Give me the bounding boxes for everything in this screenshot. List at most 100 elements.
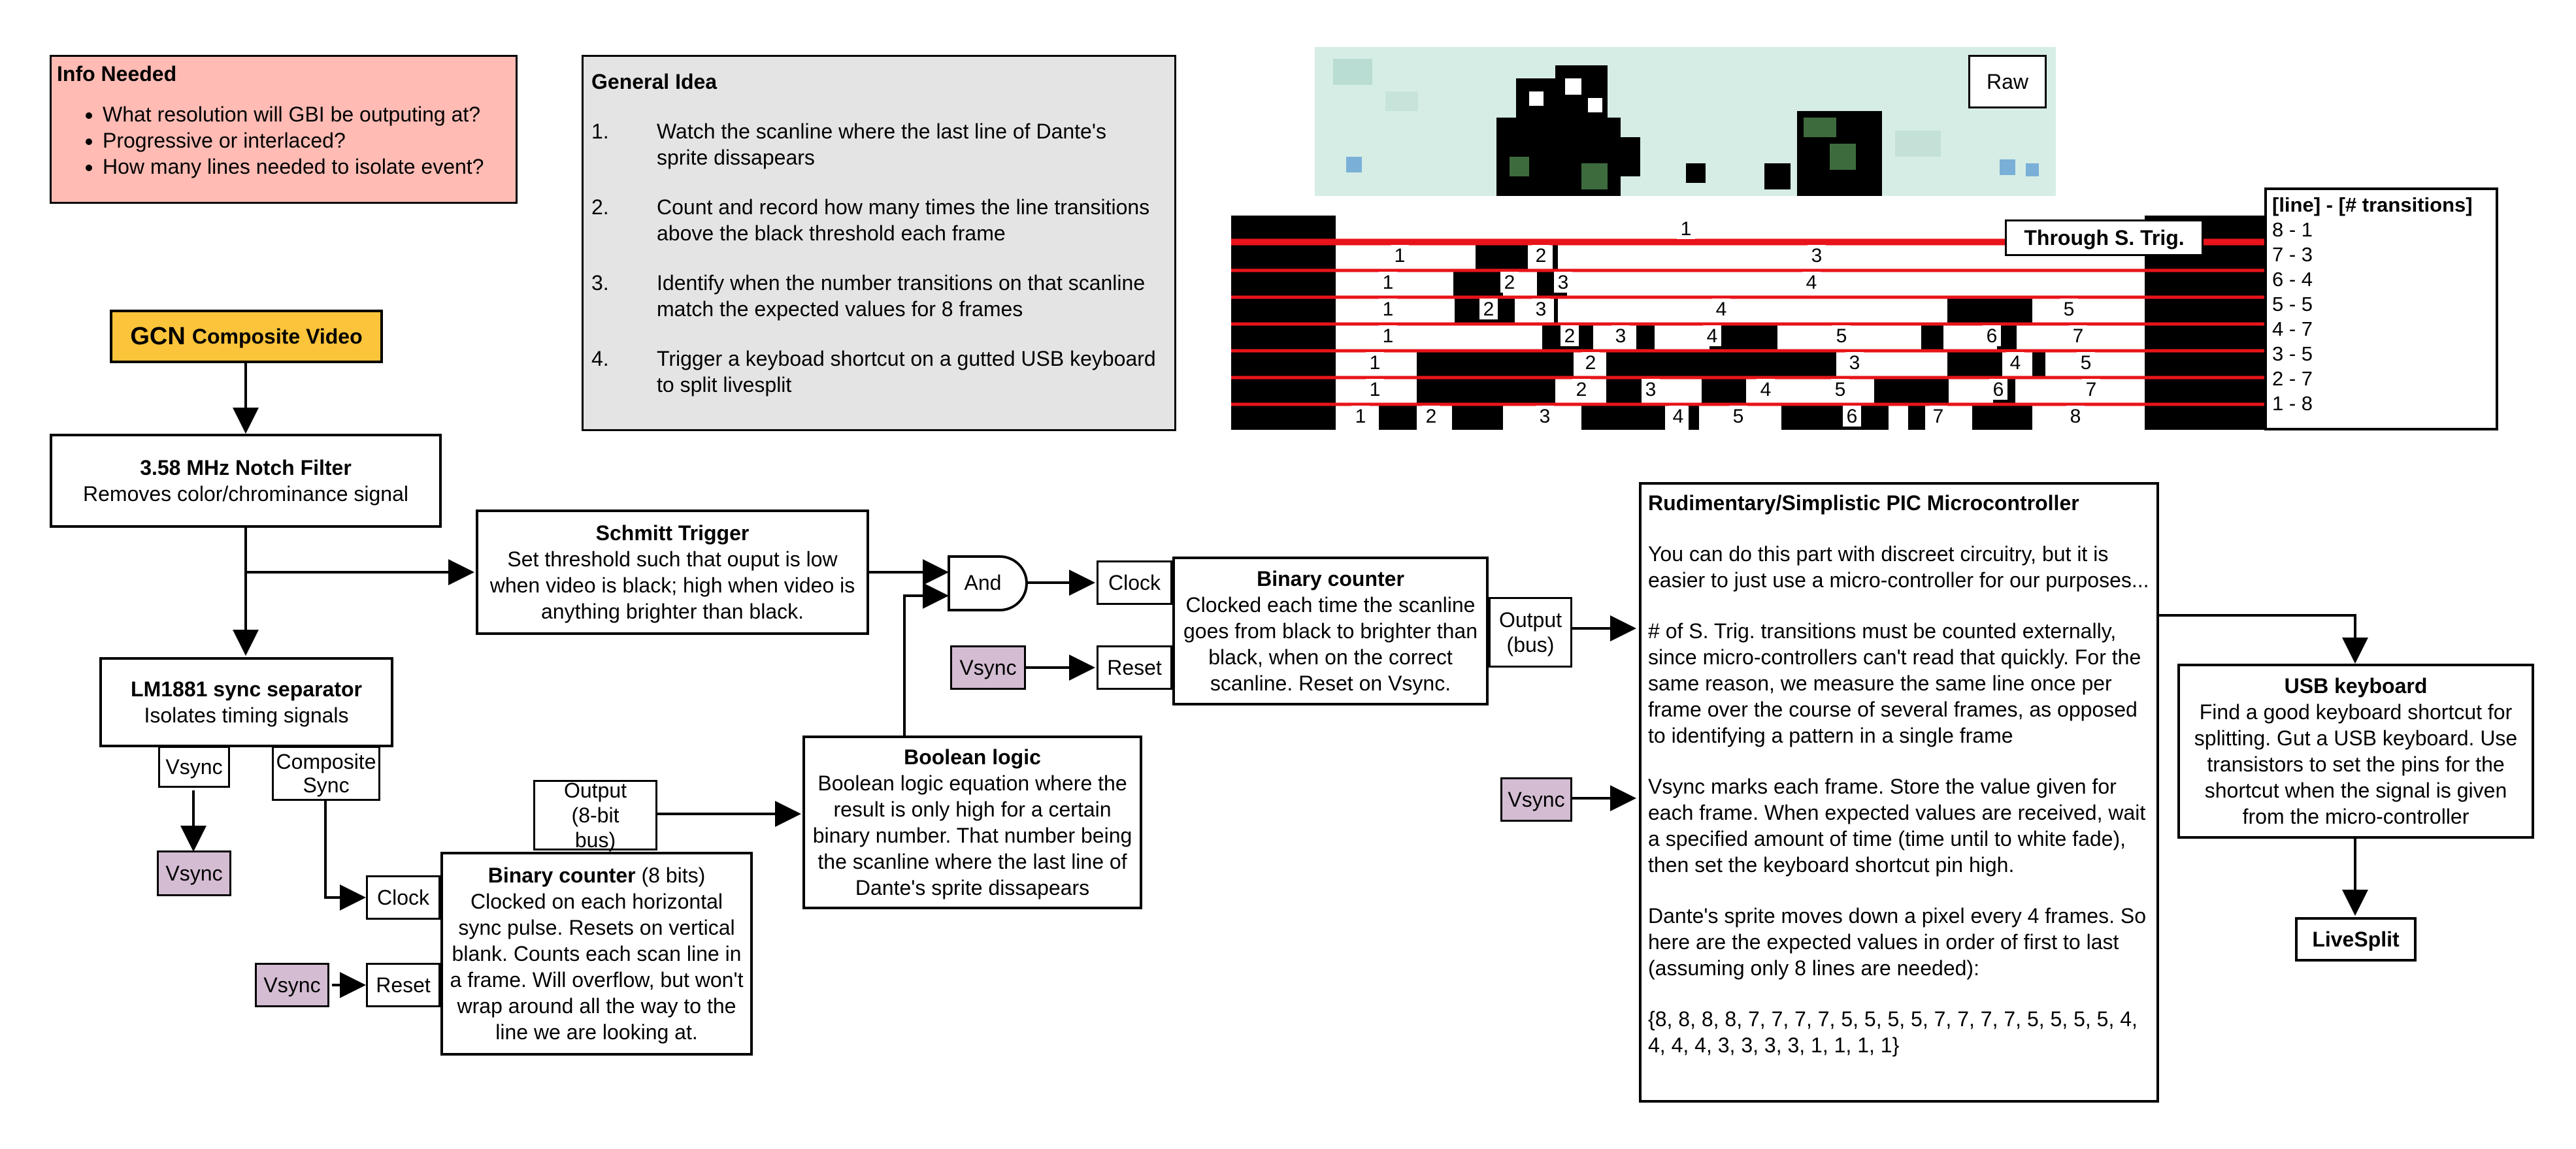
counter1-clock-input: Clock — [366, 875, 440, 920]
scan-transition-number: 2 — [1564, 325, 1576, 347]
scan-black-segment — [1553, 242, 1558, 269]
scan-transition-number: 4 — [1673, 406, 1684, 427]
transitions-row: 5 - 5 — [2272, 293, 2313, 316]
usb-desc: Find a good keyboard shortcut for splitt… — [2194, 700, 2518, 828]
scan-transition-number: 1 — [1383, 272, 1394, 293]
counter1-desc: Clocked on each horizontal sync pulse. R… — [450, 890, 744, 1044]
scan-number-bg — [1536, 406, 1554, 427]
scan-black-segment — [1417, 349, 1574, 376]
info-needed-item: How many lines needed to isolate event? — [103, 154, 510, 180]
scan-black-segment — [1452, 403, 1503, 430]
counter2-desc: Clocked each time the scanline goes from… — [1183, 593, 1478, 695]
scan-transition-number: 2 — [1585, 352, 1596, 374]
scan-black-segment — [1231, 216, 1336, 242]
transitions-list: [line] - [# transitions] 8 - 1 7 - 3 6 -… — [2264, 187, 2498, 430]
scan-black-segment — [2145, 323, 2265, 349]
scan-black-segment — [1921, 323, 1943, 349]
counter1-title-line: Binary counter (8 bits) — [488, 862, 706, 888]
scan-transition-number: 3 — [1849, 352, 1860, 374]
notch-title: 3.58 MHz Notch Filter — [140, 456, 352, 479]
scan-transition-number: 5 — [1836, 325, 1847, 347]
scan-black-segment — [1908, 403, 1925, 430]
scan-number-bg — [1379, 272, 1397, 293]
scan-black-segment — [1581, 403, 1665, 430]
and-gate-label: And — [964, 571, 1002, 594]
step-text: Count and record how many times the line… — [657, 195, 1150, 245]
scan-transition-number: 8 — [2070, 406, 2081, 427]
scan-number-bg — [1712, 299, 1730, 319]
scan-black-segment — [1947, 296, 2032, 323]
scan-transition-number: 5 — [2064, 299, 2075, 320]
and-gate-shape — [948, 555, 1028, 611]
scan-number-bg — [1560, 325, 1579, 346]
scan-transition-number: 3 — [1645, 379, 1657, 400]
pic-paragraph: Vsync marks each frame. Store the value … — [1648, 775, 2146, 877]
scan-number-bg — [1669, 406, 1687, 427]
info-needed-item: Progressive or interlaced? — [103, 127, 510, 154]
scan-black-segment — [2145, 376, 2265, 403]
scan-number-bg — [2060, 299, 2078, 319]
notch-filter-box: 3.58 MHz Notch Filter Removes color/chro… — [50, 434, 442, 528]
scan-black-segment — [1231, 349, 1336, 376]
scan-transition-number: 7 — [1933, 406, 1944, 427]
lm1881-composite-sync-output: Composite Sync — [272, 746, 380, 801]
scan-black-segment — [1453, 269, 1503, 296]
scan-transition-number: 2 — [1483, 299, 1494, 320]
scan-number-bg — [1983, 325, 2001, 346]
notch-desc: Removes color/chrominance signal — [83, 482, 408, 506]
scan-number-bg — [1422, 406, 1440, 427]
vsync-node-counter2: Vsync — [950, 645, 1026, 690]
general-idea-box: General Idea 1. Watch the scanline where… — [582, 55, 1176, 431]
scan-transition-number: 3 — [1540, 406, 1551, 427]
transitions-row: 4 - 7 — [2272, 317, 2313, 340]
raw-label: Raw — [1968, 55, 2047, 108]
scan-number-bg — [1366, 379, 1384, 400]
scan-black-segment — [1606, 349, 1836, 376]
lm1881-desc: Isolates timing signals — [144, 704, 349, 727]
scan-black-segment — [1947, 349, 2002, 376]
livesplit-box: LiveSplit — [2295, 917, 2417, 962]
scan-black-segment — [1554, 296, 1558, 323]
pic-paragraph: Dante's sprite moves down a pixel every … — [1648, 904, 2146, 980]
scan-transition-number: 2 — [1426, 406, 1437, 427]
pic-expected-values: {8, 8, 8, 8, 7, 7, 7, 7, 5, 5, 5, 5, 7, … — [1648, 1007, 2138, 1057]
scan-black-segment — [2145, 296, 2265, 323]
pic-title: Rudimentary/Simplistic PIC Microcontroll… — [1648, 491, 2079, 515]
general-idea-step: 4. Trigger a keyboad shortcut on a gutte… — [591, 346, 1161, 398]
scan-number-bg — [1351, 406, 1370, 427]
scan-number-bg — [2069, 325, 2087, 346]
scan-black-segment — [2032, 349, 2045, 376]
scan-black-segment — [1417, 376, 1555, 403]
scan-black-segment — [1231, 296, 1336, 323]
scan-number-bg — [2066, 406, 2085, 427]
scan-number-bg — [1929, 406, 1947, 427]
scan-transition-number: 4 — [1806, 272, 1817, 293]
scan-transition-number: 6 — [1987, 325, 1998, 347]
scan-number-bg — [1479, 299, 1498, 319]
schmitt-title: Schmitt Trigger — [595, 521, 750, 545]
scan-transition-number: 2 — [1576, 379, 1587, 400]
gcn-suffix: Composite Video — [191, 325, 363, 348]
general-idea-step: 3. Identify when the number transitions … — [591, 270, 1161, 322]
scan-number-bg — [1832, 325, 1851, 346]
scan-number-bg — [1802, 272, 1821, 293]
info-needed-box: Info Needed What resolution will GBI be … — [50, 55, 518, 204]
scan-number-bg — [1391, 245, 1409, 266]
scan-transition-number: 1 — [1383, 299, 1394, 320]
scan-transition-number: 3 — [1615, 325, 1627, 347]
scan-black-segment — [1231, 376, 1336, 403]
scan-number-bg — [1379, 325, 1397, 346]
scan-transition-number: 4 — [1716, 299, 1727, 320]
usb-title: USB keyboard — [2284, 674, 2428, 698]
scan-black-segment — [1606, 376, 1642, 403]
scan-transition-number: 3 — [1558, 272, 1569, 293]
binary-counter-box: Binary counter Clocked each time the sca… — [1172, 557, 1489, 705]
step-text: Watch the scanline where the last line o… — [657, 120, 1106, 169]
scan-black-segment — [1636, 323, 1655, 349]
scan-number-bg — [1808, 245, 1826, 266]
scan-transition-number: 5 — [1835, 379, 1846, 400]
scan-number-bg — [1366, 352, 1384, 373]
scan-number-bg — [1757, 379, 1775, 400]
scan-black-segment — [2145, 269, 2265, 296]
